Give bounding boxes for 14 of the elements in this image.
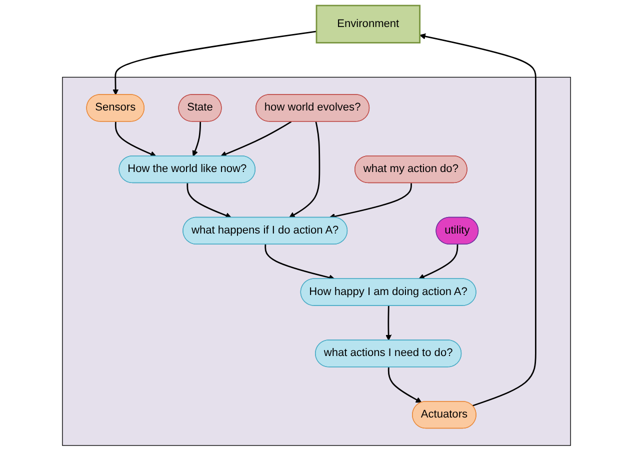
arrow — [288, 122, 320, 218]
arrow — [329, 183, 412, 220]
arrow — [386, 306, 392, 341]
cluster — [62, 76, 571, 446]
arrow — [114, 122, 156, 157]
arrow — [220, 121, 292, 157]
arrow — [186, 183, 232, 218]
arrow — [420, 33, 536, 406]
node-box: Environment — [316, 4, 420, 44]
arrow — [418, 244, 458, 280]
arrow — [388, 367, 422, 403]
arrow — [192, 122, 202, 156]
arrow — [112, 30, 317, 96]
arrow — [264, 244, 335, 281]
